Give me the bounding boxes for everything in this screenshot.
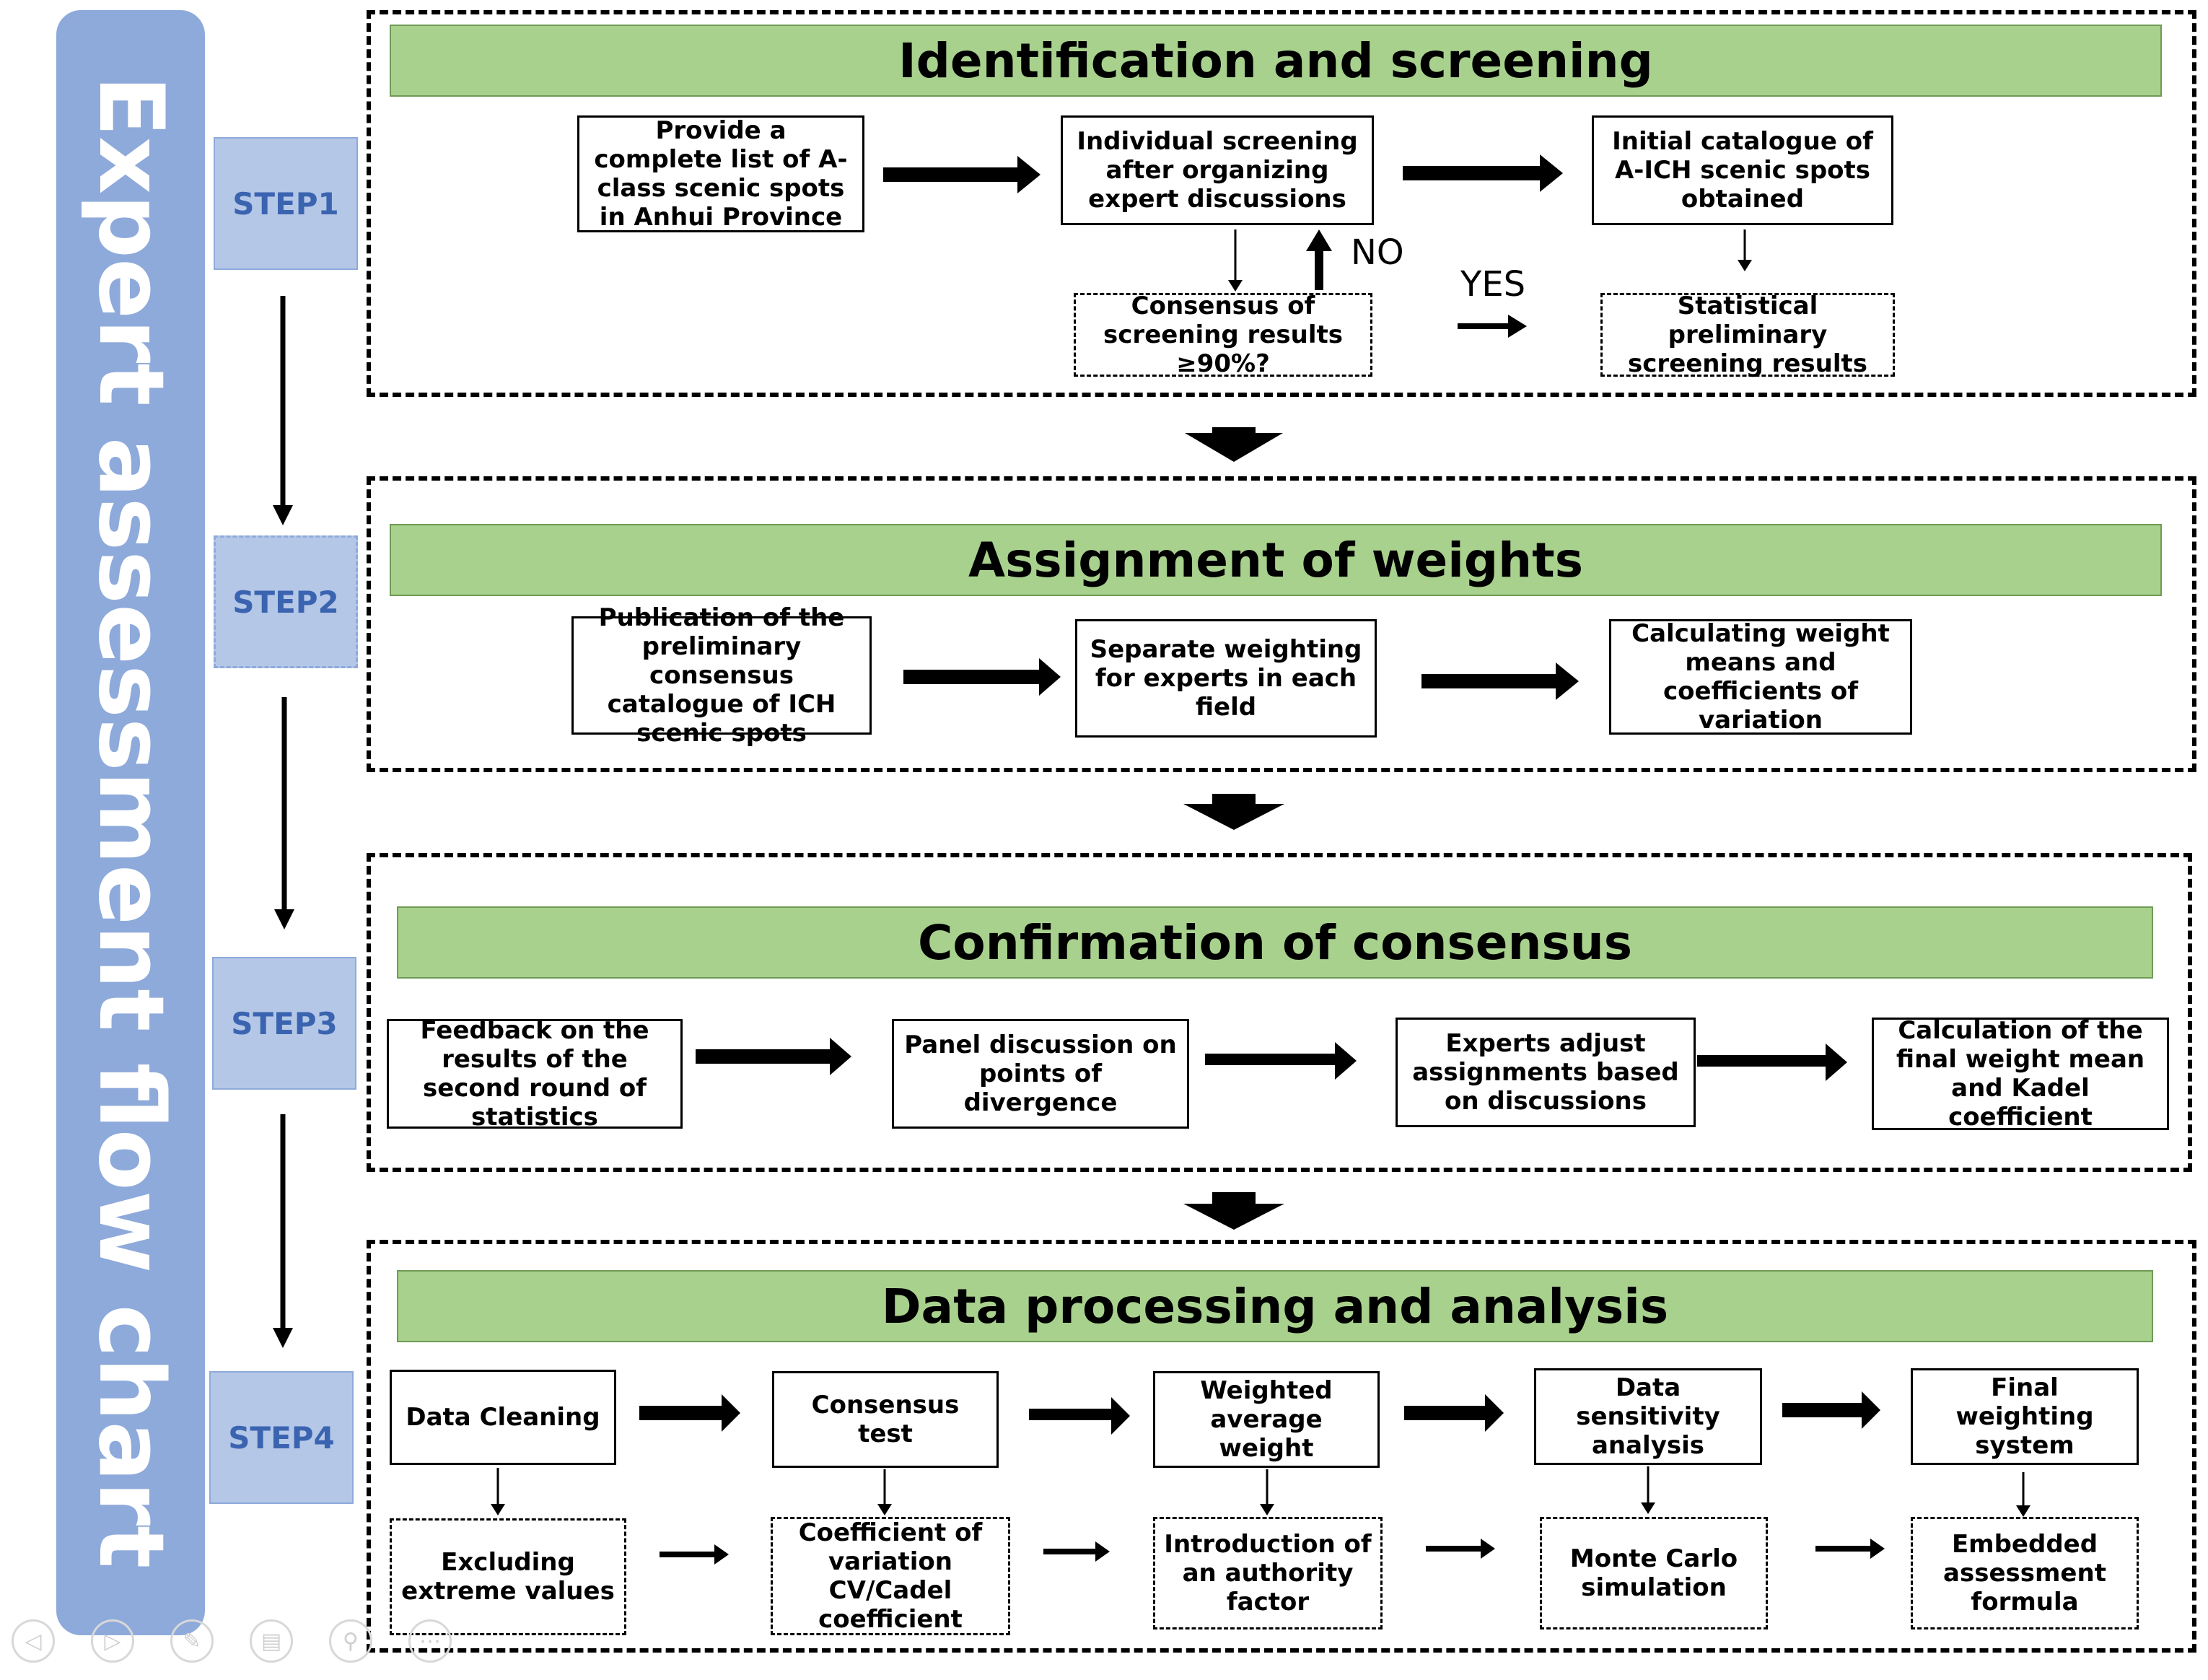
s3-feedback-box: Feedback on the results of the second ro… — [387, 1016, 683, 1132]
arrow-s4-c — [1404, 1394, 1504, 1432]
arrow-s1-b — [1403, 154, 1563, 192]
arrow-s3-c — [1697, 1044, 1847, 1081]
slides-icon[interactable]: ▤ — [250, 1619, 293, 1663]
s1-individual-screening-box: Individual screening after organizing ex… — [1061, 115, 1374, 225]
sidebar-banner — [56, 10, 205, 1635]
s3-panel-discussion-box: Panel discussion on points of divergence — [892, 1019, 1189, 1129]
yes-label: YES — [1460, 264, 1526, 305]
arrow-s1-a — [883, 156, 1041, 193]
arrow-s4-bottom-d — [1815, 1539, 1885, 1559]
s4-extreme-values-box: Excluding extreme values — [390, 1518, 626, 1635]
section-weights — [367, 476, 2196, 772]
step4-label: STEP4 — [209, 1371, 354, 1504]
section2-title: Assignment of weights — [390, 524, 2162, 596]
s4-coefficient-variation-box: Coefficient of variation CV/Cadel coeffi… — [771, 1517, 1010, 1635]
arrow-s2-b — [1421, 662, 1579, 700]
arrow-s4-b — [1029, 1397, 1130, 1435]
step2-label: STEP2 — [214, 535, 358, 668]
pen-icon[interactable]: ✎ — [170, 1619, 214, 1663]
s4-monte-carlo-box: Monte Carlo simulation — [1540, 1517, 1768, 1629]
arrow-s4-d — [1782, 1391, 1880, 1429]
s4-consensus-test-box: Consensus test — [772, 1371, 999, 1468]
arrow-s4-a — [639, 1394, 740, 1432]
arrow-s4-bottom-c — [1426, 1539, 1495, 1559]
s4-data-cleaning-box: Data Cleaning — [390, 1370, 616, 1465]
s1-initial-catalogue-box: Initial catalogue of A-ICH scenic spots … — [1592, 115, 1893, 225]
section-identification — [367, 10, 2196, 397]
section4-title: Data processing and analysis — [397, 1270, 2153, 1342]
arrow-s2-a — [903, 658, 1061, 696]
section-consensus — [367, 853, 2192, 1172]
s3-experts-adjust-box: Experts adjust assignments based on disc… — [1396, 1018, 1696, 1127]
section1-title: Identification and screening — [390, 25, 2162, 97]
arrow-section-1-2 — [1185, 427, 1283, 462]
section-data-processing — [367, 1240, 2196, 1653]
s2-separate-weighting-box: Separate weighting for experts in each f… — [1075, 619, 1377, 738]
s4-authority-factor-box: Introduction of an authority factor — [1153, 1517, 1383, 1629]
arrow-yes — [1458, 315, 1527, 338]
step1-label: STEP1 — [214, 137, 358, 270]
s4-sensitivity-analysis-box: Data sensitivity analysis — [1534, 1368, 1762, 1465]
more-icon[interactable]: ⋯ — [408, 1619, 452, 1663]
s4-embedded-formula-box: Embedded assessment formula — [1911, 1517, 2139, 1629]
step3-label: STEP3 — [212, 957, 356, 1090]
arrow-s3-b — [1205, 1042, 1357, 1080]
s4-final-weighting-box: Final weighting system — [1911, 1368, 2139, 1465]
s1-statistical-results-box: Statistical preliminary screening result… — [1600, 292, 1895, 378]
s3-final-weight-box: Calculation of the final weight mean and… — [1872, 1016, 2169, 1132]
section3-title: Confirmation of consensus — [397, 906, 2153, 979]
arrow-no — [1306, 229, 1332, 290]
arrow-section-2-3 — [1183, 794, 1284, 830]
arrow-section-3-4 — [1183, 1192, 1284, 1230]
zoom-icon[interactable]: ⚲ — [329, 1619, 372, 1663]
prev-icon[interactable]: ◁ — [12, 1619, 55, 1663]
s4-weighted-average-box: Weighted average weight — [1153, 1371, 1380, 1468]
s1-complete-list-box: Provide a complete list of A-class sceni… — [577, 115, 864, 232]
s1-consensus-decision-box: Consensus of screening results ≥90%? — [1074, 292, 1372, 378]
no-label: NO — [1351, 232, 1404, 273]
arrow-s4-bottom-b — [1043, 1541, 1110, 1562]
arrow-s4-bottom-a — [660, 1544, 729, 1565]
next-icon[interactable]: ▷ — [91, 1619, 134, 1663]
s2-weight-means-box: Calculating weight means and coefficient… — [1609, 619, 1912, 735]
arrow-s3-a — [696, 1038, 851, 1075]
